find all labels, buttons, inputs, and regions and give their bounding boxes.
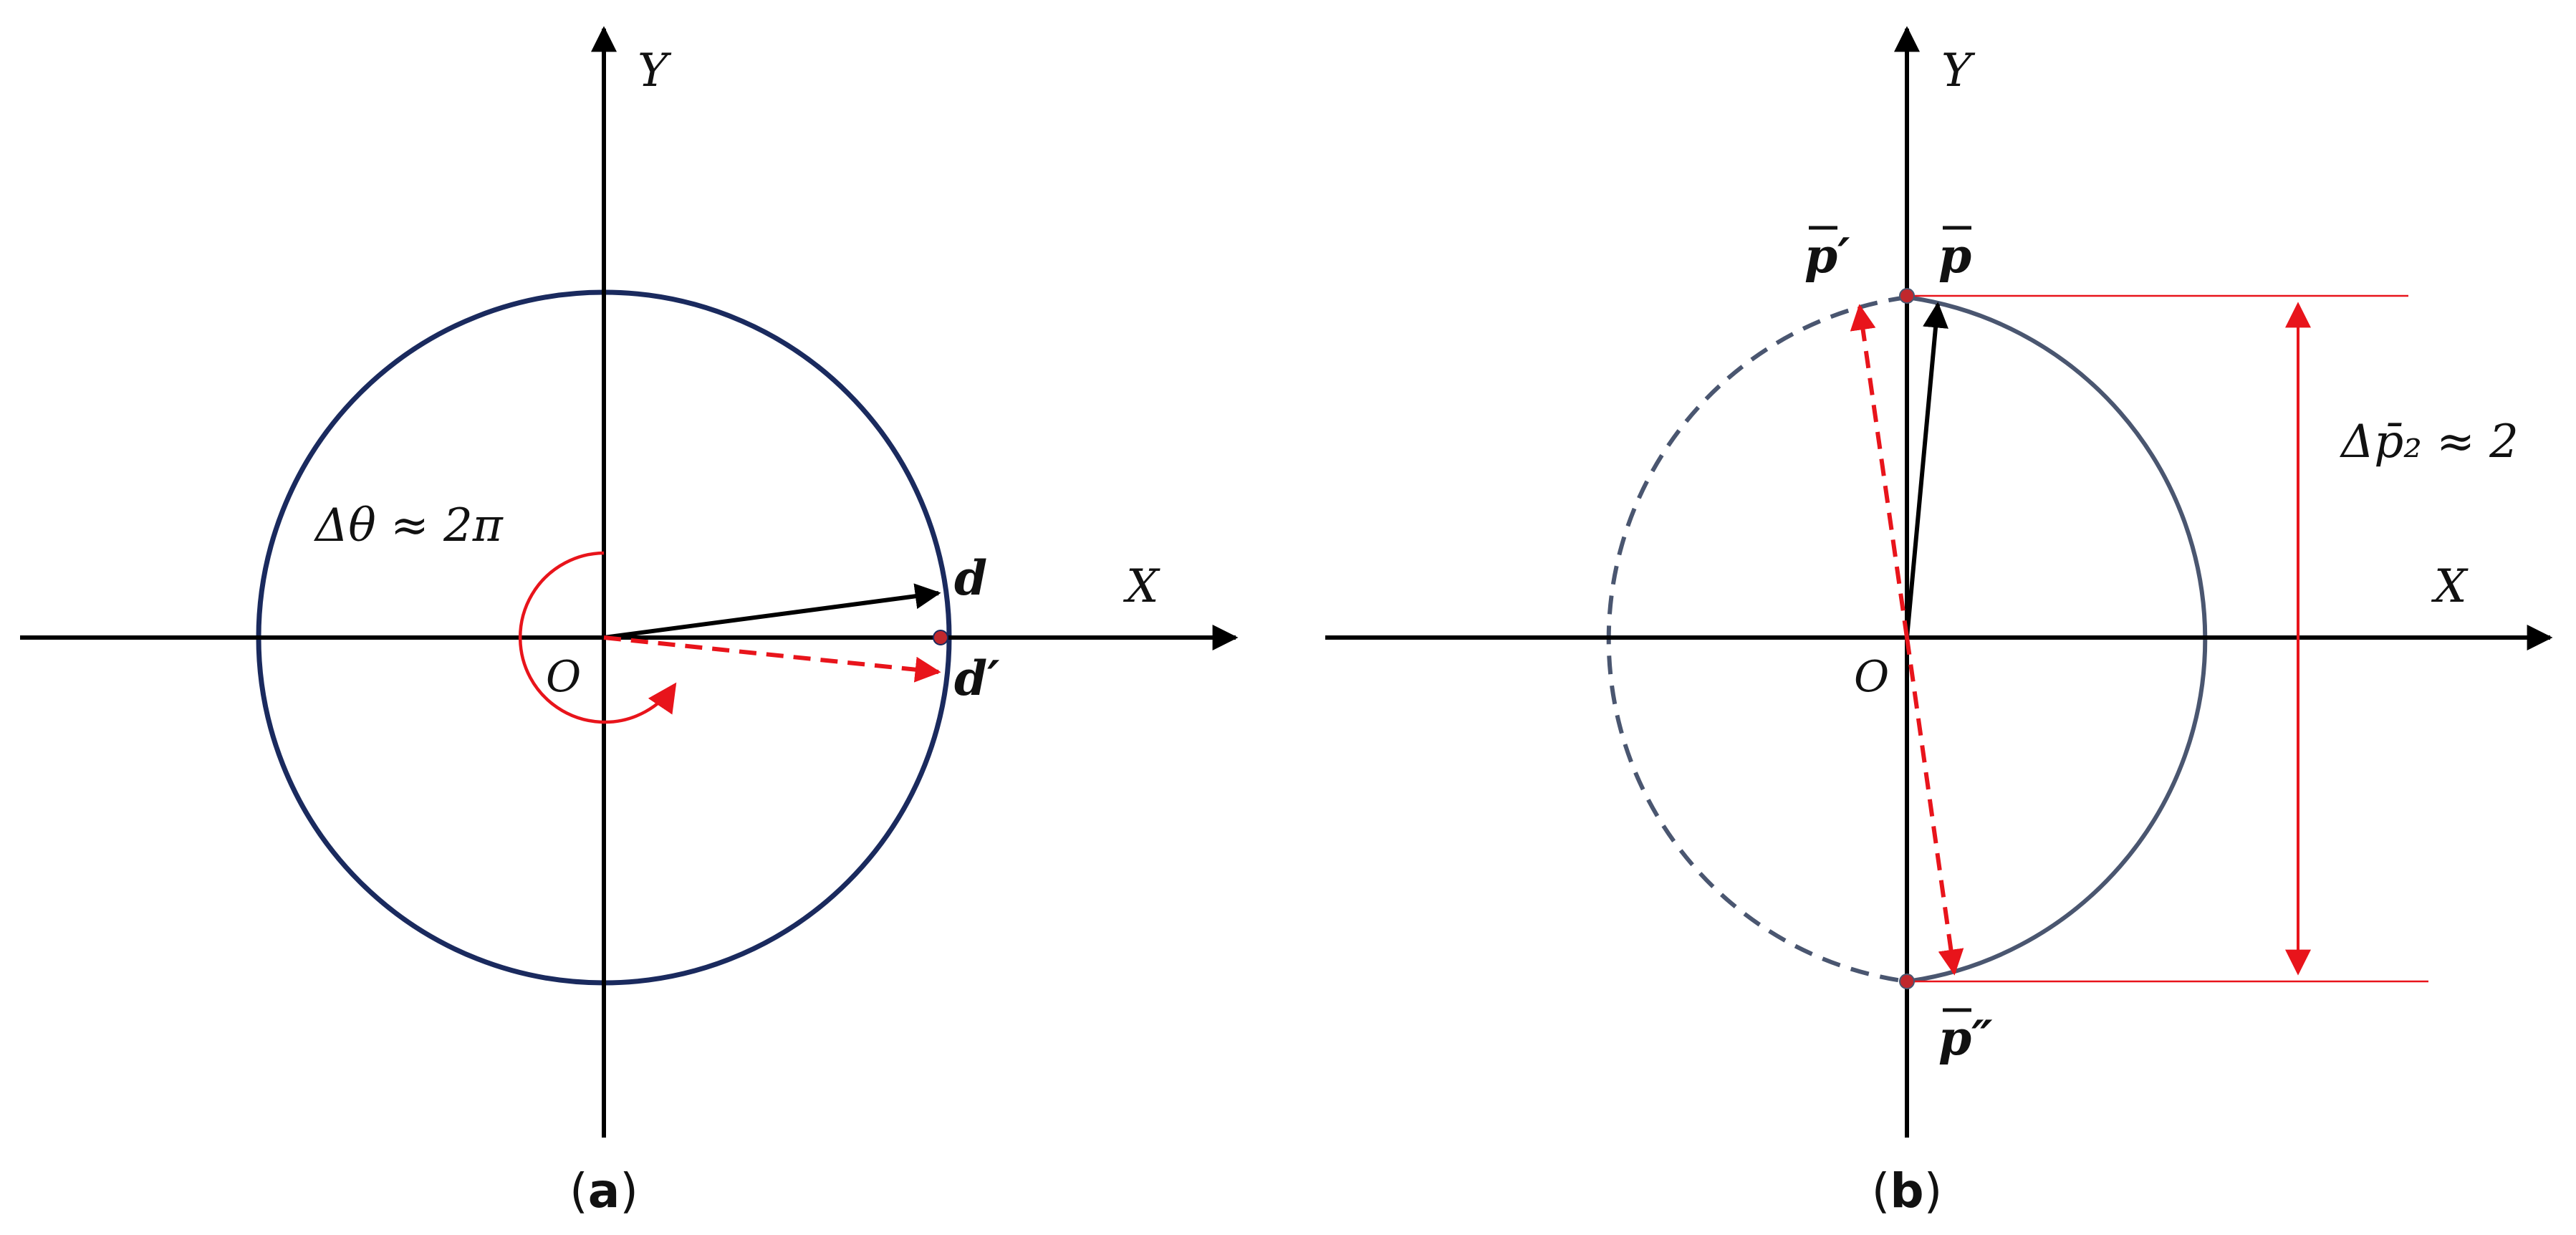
axis-label-x-b: X — [2431, 560, 2469, 613]
point-bottom — [1899, 974, 1915, 989]
svg-text:p′: p′ — [1804, 228, 1850, 284]
delta-label-b: Δp̄₂ ≈ 2 — [2339, 415, 2519, 468]
vector-p — [1905, 302, 1948, 638]
angle-label-a: Δθ ≈ 2π — [313, 499, 504, 552]
vector-p-double-prime — [1905, 637, 1964, 976]
origin-label-b: O — [1854, 652, 1889, 702]
angle-arc-a — [519, 551, 677, 724]
axis-label-y-a: Y — [638, 44, 672, 97]
label-p-bar: p — [1938, 226, 1971, 284]
axis-label-y-b: Y — [1941, 44, 1976, 97]
point-d-on-circle — [933, 630, 948, 645]
point-top — [1899, 288, 1915, 304]
label-p-bar-double-prime: p″ — [1938, 1008, 1993, 1066]
svg-text:p″: p″ — [1938, 1010, 1993, 1066]
caption-a: (a) — [569, 1163, 638, 1219]
vector-p-prime — [1850, 304, 1909, 638]
svg-text:p: p — [1938, 228, 1971, 284]
vector-d-label: d — [954, 550, 987, 606]
axis-label-x-a: X — [1123, 560, 1160, 613]
label-p-bar-prime: p′ — [1804, 226, 1850, 284]
panel-a: Y X O Δθ ≈ 2π d d′ (a) — [20, 26, 1239, 1219]
vector-d-prime — [603, 635, 941, 683]
vector-d-prime-label: d′ — [954, 650, 1000, 706]
vector-d — [603, 583, 941, 640]
panel-b: Y X O p p′ p″ Δp̄₂ ≈ 2 (b) — [1325, 26, 2553, 1219]
origin-label-a: O — [546, 652, 581, 702]
caption-b: (b) — [1872, 1163, 1943, 1219]
